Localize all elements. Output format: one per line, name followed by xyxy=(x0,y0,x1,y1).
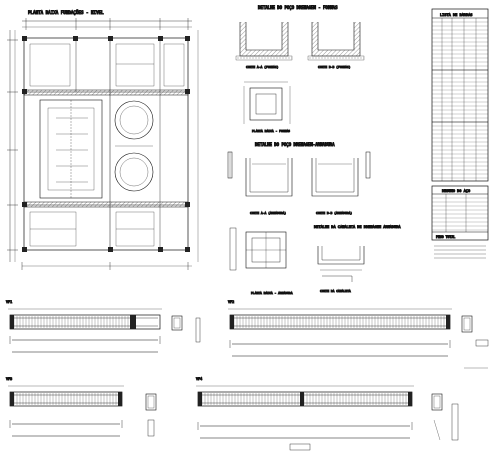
cut-b-label: CORTE B-B (FORMAS) xyxy=(318,65,351,69)
beam-vf4-label: VF4 xyxy=(196,377,202,381)
stirrup-marks xyxy=(13,316,445,405)
cut-b-rebar-label: CORTE B-B (ARMADURA) xyxy=(316,211,352,215)
well-rebar-title: DETALHE DO POÇO DRENAGEM-ARMADURA xyxy=(255,142,335,147)
beam-vf2-label: VF2 xyxy=(228,300,234,304)
well-forms-detail: DETALHE DO POÇO DRENAGEM - FORMAS CORTE … xyxy=(235,5,365,134)
beam-vf1-label: VF1 xyxy=(6,300,12,304)
beam-vf2: VF2 xyxy=(228,300,489,369)
steel-list-title: LISTA DE BARRAS xyxy=(440,13,472,17)
steel-summary-title: RESUMO DO AÇO xyxy=(442,189,470,193)
beam-vf1: VF1 xyxy=(6,300,201,353)
cut-a-label: CORTE A-A (FORMAS) xyxy=(246,65,279,69)
plan-title: PLANTA BAIXA FUNDAÇÕES - NIVEL xyxy=(28,10,104,15)
channel-title: DETALHE DA CANALETA DE DRENAGEM ARMADURA xyxy=(314,225,401,229)
well-forms-title: DETALHE DO POÇO DRENAGEM - FORMAS xyxy=(258,5,338,10)
plan-rebar-label: PLANTA BAIXA - ARMADURA xyxy=(251,291,293,295)
beam-vf3: VF3 xyxy=(6,377,157,437)
steel-list-table: LISTA DE BARRAS xyxy=(431,8,489,182)
steel-summary-table: RESUMO DO AÇO PESO TOTAL xyxy=(431,185,489,259)
beam-vf4: VF4 xyxy=(196,377,459,451)
channel-detail: DETALHE DA CANALETA DE DRENAGEM ARMADURA… xyxy=(314,225,402,294)
plan-forms-label: PLANTA BAIXA - FORMAS xyxy=(252,129,290,133)
total-weight-label: PESO TOTAL xyxy=(436,235,455,239)
beam-vf3-label: VF3 xyxy=(6,377,12,381)
channel-cut-label: CORTE DA CANALETA xyxy=(320,289,351,293)
cut-a-rebar-label: CORTE A-A (ARMADURA) xyxy=(250,211,286,215)
foundation-plan: PLANTA BAIXA FUNDAÇÕES - NIVEL xyxy=(7,10,199,270)
well-rebar-detail: DETALHE DO POÇO DRENAGEM-ARMADURA CORTE … xyxy=(227,142,371,296)
